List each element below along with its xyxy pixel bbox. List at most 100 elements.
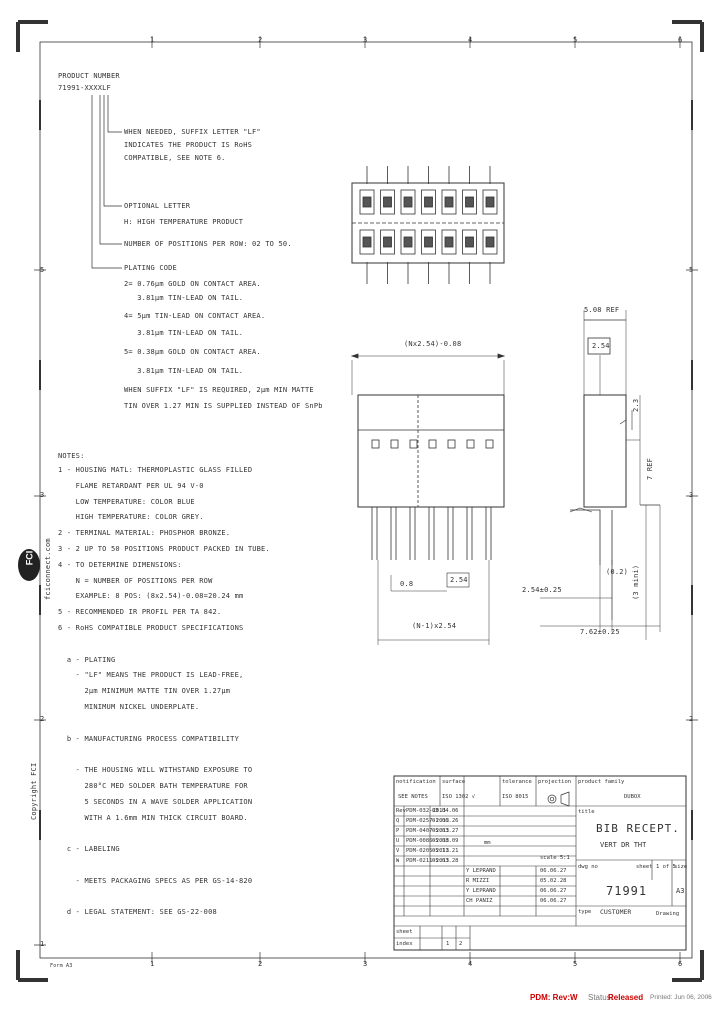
- note-line: - "LF" MEANS THE PRODUCT IS LEAD-FREE,: [58, 671, 244, 680]
- revision-cell: 05.08.09: [432, 838, 459, 844]
- revision-cell: Rev: [396, 808, 406, 814]
- contact-cavity: [380, 189, 395, 215]
- tb-dwg-label: dwg no: [578, 864, 598, 870]
- zone-right-c: 2: [689, 715, 694, 723]
- drawn-by-cell: Y LEPRAND: [466, 888, 496, 894]
- tb-scale: scale 5:1: [540, 855, 570, 861]
- suffix-line-1: WHEN NEEDED, SUFFIX LETTER "LF": [124, 128, 261, 136]
- note-line: 1 - HOUSING MATL: THERMOPLASTIC GLASS FI…: [58, 466, 253, 474]
- zone-top-2: 2: [258, 36, 263, 44]
- contact-pin: [403, 196, 413, 208]
- lf-note-1: WHEN SUFFIX "LF" IS REQUIRED, 2µm MIN MA…: [124, 386, 314, 394]
- drawn-by-cell: R MIZZI: [466, 878, 490, 884]
- contact-cavity: [359, 229, 375, 255]
- front-cavity: [447, 439, 456, 449]
- positions-line: NUMBER OF POSITIONS PER ROW: 02 TO 50.: [124, 240, 292, 248]
- plating-line-4: 3.81µm TIN-LEAD ON TAIL.: [124, 329, 244, 337]
- tb-size-label: size: [674, 864, 688, 870]
- note-line: LOW TEMPERATURE: COLOR BLUE: [58, 497, 195, 506]
- tb-notification: SEE NOTES: [398, 794, 428, 800]
- note-line: FLAME RETARDANT PER UL 94 V-0: [58, 481, 204, 490]
- suffix-line-3: COMPATIBLE, SEE NOTE 6.: [124, 154, 226, 162]
- title-block-grid: [393, 775, 687, 951]
- note-line: 6 - RoHS COMPATIBLE PRODUCT SPECIFICATIO…: [58, 624, 244, 632]
- revision-cell: W: [396, 858, 400, 864]
- drawn-by-cell: CH PANIZ: [466, 898, 493, 904]
- contact-cavity: [462, 229, 477, 255]
- contact-cavity: [482, 189, 498, 215]
- contact-pin: [383, 236, 392, 248]
- revision-cell: 01.06.26: [432, 818, 459, 824]
- tb-notification-label: notification: [396, 779, 436, 785]
- tb-type-label: type: [578, 909, 592, 915]
- revision-cell: V: [396, 848, 400, 854]
- contact-cavity: [462, 189, 477, 215]
- zone-top-1: 1: [150, 36, 155, 44]
- revision-cell: 05.03.28: [432, 858, 459, 864]
- dim-254-025: 2.54±0.25: [522, 586, 562, 594]
- tb-projection-label: projection: [538, 779, 572, 785]
- note-line: 5 - RECOMMENDED IR PROFIL PER TA 842.: [58, 608, 222, 617]
- revision-cell: PDM-0205-2013: [406, 848, 450, 854]
- drawn-date-cell: 06.06.27: [540, 898, 567, 904]
- contact-pin: [465, 196, 474, 208]
- tb-title-1: BIB RECEPT.: [596, 822, 680, 835]
- note-line: 280°C MED SOLDER BATH TEMPERATURE FOR: [58, 782, 248, 790]
- suffix-line-2: INDICATES THE PRODUCT IS RoHS: [124, 141, 253, 149]
- note-line: - MEETS PACKAGING SPECS AS PER GS-14-820: [58, 876, 253, 885]
- dim-top-length: (Nx2.54)-0.08: [404, 340, 462, 348]
- contact-pin: [485, 236, 495, 248]
- zone-bottom-4: 4: [468, 960, 473, 968]
- tb-title-label: title: [578, 809, 595, 815]
- zone-top-5: 5: [573, 36, 578, 44]
- tb-surface: ISO 1302 √: [442, 794, 476, 800]
- drawn-date-cell: 06.06.27: [540, 888, 567, 894]
- front-cavity: [390, 439, 399, 449]
- contact-pin: [444, 196, 454, 208]
- dim-254-side: 2.54: [592, 342, 610, 350]
- front-view: [350, 353, 506, 645]
- plating-line-0: PLATING CODE: [124, 264, 177, 272]
- projection-symbol: [547, 791, 570, 807]
- front-cavity: [428, 439, 437, 449]
- note-line: - THE HOUSING WILL WITHSTAND EXPOSURE TO: [58, 766, 253, 775]
- note-line: 2 - TERMINAL MATERIAL: PHOSPHOR BRONZE.: [58, 529, 231, 538]
- note-line: c - LABELING: [58, 845, 120, 854]
- dim-508-ref: 5.08 REF: [584, 306, 620, 314]
- optional-line-2: H: HIGH TEMPERATURE PRODUCT: [124, 218, 244, 226]
- plating-line-2: 3.81µm TIN-LEAD ON TAIL.: [124, 294, 244, 302]
- tb-size: A3: [676, 888, 685, 895]
- fci-website: fciconnect.com: [44, 538, 52, 600]
- top-view: [351, 166, 505, 284]
- revision-cell: Q: [396, 818, 400, 824]
- note-line: d - LEGAL STATEMENT: SEE GS-22-008: [58, 908, 217, 917]
- tb-index-cell: index: [396, 941, 413, 947]
- contact-cavity: [400, 189, 416, 215]
- front-cavity: [485, 439, 494, 449]
- zone-bottom-3: 3: [363, 960, 368, 968]
- dim-7ref: 7 REF: [646, 457, 654, 480]
- dim-02: (0.2): [606, 568, 629, 576]
- corner-mark-bl: [16, 950, 48, 982]
- contact-cavity: [441, 229, 457, 255]
- drawn-by-cell: Y LEPRAND: [466, 868, 496, 874]
- tb-index-2: 2: [459, 941, 463, 947]
- zone-left-a: 5: [40, 266, 45, 274]
- zone-right-b: 3: [689, 491, 694, 499]
- dim-762: 7.62±0.25: [580, 628, 620, 636]
- note-line: N = NUMBER OF POSITIONS PER ROW: [58, 576, 213, 585]
- contact-pin: [485, 196, 495, 208]
- product-number-title: PRODUCT NUMBER: [58, 72, 120, 80]
- tb-title-2: VERT DR THT: [600, 842, 647, 849]
- plating-line-5: 5= 0.38µm GOLD ON CONTACT AREA.: [124, 348, 261, 356]
- note-line: WITH A 1.6mm MIN THICK CIRCUIT BOARD.: [58, 813, 248, 822]
- zone-bottom-5: 5: [573, 960, 578, 968]
- contact-cavity: [441, 189, 457, 215]
- optional-line-1: OPTIONAL LETTER: [124, 202, 191, 210]
- note-line: 3 - 2 UP TO 50 POSITIONS PRODUCT PACKED …: [58, 545, 270, 553]
- tb-drawing: Drawing: [656, 911, 680, 917]
- status-label: Status:: [588, 993, 613, 1002]
- dim-23: 2.3: [632, 398, 640, 412]
